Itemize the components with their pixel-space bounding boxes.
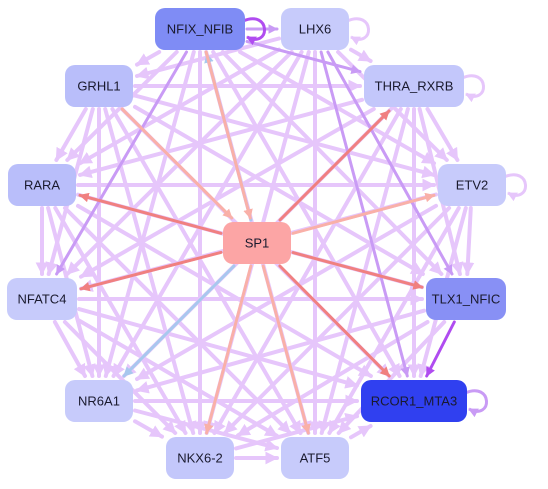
edge-NFIX_NFIB-to-SP1 [204, 50, 253, 220]
edge-ATF5-to-RCOR1_MTA3 [349, 424, 373, 440]
edge-THRA_RXRB-to-ETV2 [425, 107, 460, 162]
self-loop-NFIX_NFIB [242, 17, 266, 46]
edge-NFIX_NFIB-to-THRA_RXRB [245, 40, 362, 75]
edge-GRHL1-to-TLX1_NFIC [133, 104, 425, 276]
node-box[interactable] [223, 222, 291, 264]
edge-NFATC4-to-RCOR1_MTA3 [77, 307, 359, 389]
node-label: NFATC4 [18, 291, 67, 306]
edge-GRHL1-to-SP1 [120, 107, 234, 220]
edge-GRHL1-to-ATF5 [110, 107, 303, 435]
edge-NFIX_NFIB-to-TLX1_NFIC [220, 50, 444, 276]
node-label: NR6A1 [78, 393, 120, 408]
node-label: THRA_RXRB [375, 78, 454, 93]
node-box[interactable] [281, 8, 349, 50]
edge-LHX6-to-NFATC4 [65, 50, 294, 276]
edge-LHX6-to-NR6A1 [111, 50, 304, 378]
edge-GRHL1-to-RARA [54, 107, 88, 162]
self-loop-LHX6 [346, 17, 370, 46]
edge-SP1-to-RARA [78, 192, 223, 235]
node-box[interactable] [7, 278, 77, 320]
node-box[interactable] [166, 437, 234, 479]
edge-SP1-to-ATF5 [261, 264, 311, 435]
node-ETV2[interactable]: ETV2 [438, 164, 506, 206]
edge-LHX6-to-TLX1_NFIC [326, 50, 454, 276]
self-loop-RCOR1_MTA3 [464, 389, 488, 418]
edge-SP1-to-NR6A1 [122, 264, 236, 378]
edge-TLX1_NFIC-to-NKX6-2 [236, 320, 430, 438]
edge-NKX6-2-to-RCOR1_MTA3 [234, 412, 359, 451]
node-GRHL1[interactable]: GRHL1 [65, 65, 133, 107]
edge-GRHL1-to-ETV2 [133, 93, 436, 179]
node-label: NKX6-2 [177, 450, 223, 465]
edge-SP1-to-ETV2 [291, 192, 436, 235]
node-SP1[interactable]: SP1 [223, 222, 291, 264]
edge-THRA_RXRB-to-NFATC4 [79, 107, 376, 279]
node-label: TLX1_NFIC [432, 291, 501, 306]
node-box[interactable] [65, 380, 133, 422]
node-THRA_RXRB[interactable]: THRA_RXRB [364, 65, 464, 107]
self-loop-ETV2 [503, 173, 527, 202]
edge-NR6A1-to-NKX6-2 [133, 419, 164, 439]
edge-TLX1_NFIC-to-NR6A1 [135, 308, 426, 394]
node-label: RARA [24, 177, 60, 192]
self-loop-THRA_RXRB [461, 74, 485, 103]
node-TLX1_NFIC[interactable]: TLX1_NFIC [426, 278, 506, 320]
edge-LHX6-to-THRA_RXRB [349, 47, 373, 63]
node-box[interactable] [281, 437, 349, 479]
node-NFATC4[interactable]: NFATC4 [7, 278, 77, 320]
node-box[interactable] [8, 164, 76, 206]
node-RARA[interactable]: RARA [8, 164, 76, 206]
node-label: RCOR1_MTA3 [371, 393, 457, 408]
node-box[interactable] [438, 164, 506, 206]
node-box[interactable] [426, 278, 506, 320]
edge-ETV2-to-NKX6-2 [222, 206, 452, 435]
edge-RARA-to-RCOR1_MTA3 [76, 203, 373, 378]
node-label: GRHL1 [77, 78, 120, 93]
edge-NFIX_NFIB-to-RCOR1_MTA3 [211, 50, 402, 378]
edge-SP1-to-THRA_RXRB [278, 109, 391, 222]
node-RCOR1_MTA3[interactable]: RCOR1_MTA3 [361, 380, 467, 422]
node-label: ETV2 [456, 177, 489, 192]
edge-NFATC4-to-NR6A1 [52, 320, 87, 378]
edge-SP1-to-NFATC4 [79, 250, 223, 292]
node-NR6A1[interactable]: NR6A1 [65, 380, 133, 422]
edge-NFIX_NFIB-to-GRHL1 [135, 50, 162, 67]
node-label: SP1 [245, 235, 270, 250]
node-NFIX_NFIB[interactable]: NFIX_NFIB [155, 8, 245, 50]
node-box[interactable] [361, 380, 467, 422]
node-box[interactable] [65, 65, 133, 107]
node-label: LHX6 [299, 21, 332, 36]
edge-SP1-to-RCOR1_MTA3 [278, 264, 391, 378]
node-LHX6[interactable]: LHX6 [281, 8, 349, 50]
edge-THRA_RXRB-to-NKX6-2 [212, 107, 403, 435]
edge-TLX1_NFIC-to-RCOR1_MTA3 [425, 320, 456, 378]
edge-SP1-to-NKX6-2 [204, 264, 253, 435]
node-box[interactable] [364, 65, 464, 107]
edge-ETV2-to-TLX1_NFIC [461, 206, 475, 276]
edge-SP1-to-TLX1_NFIC [291, 251, 424, 290]
edge-NFIX_NFIB-to-NFATC4 [55, 50, 188, 276]
edge-ETV2-to-NR6A1 [135, 203, 438, 381]
node-box[interactable] [155, 8, 245, 50]
node-label: ATF5 [300, 450, 331, 465]
node-ATF5[interactable]: ATF5 [281, 437, 349, 479]
node-NKX6-2[interactable]: NKX6-2 [166, 437, 234, 479]
edge-THRA_RXRB-to-RARA [78, 97, 364, 179]
self-loops-layer [242, 17, 527, 418]
node-label: NFIX_NFIB [167, 21, 233, 36]
